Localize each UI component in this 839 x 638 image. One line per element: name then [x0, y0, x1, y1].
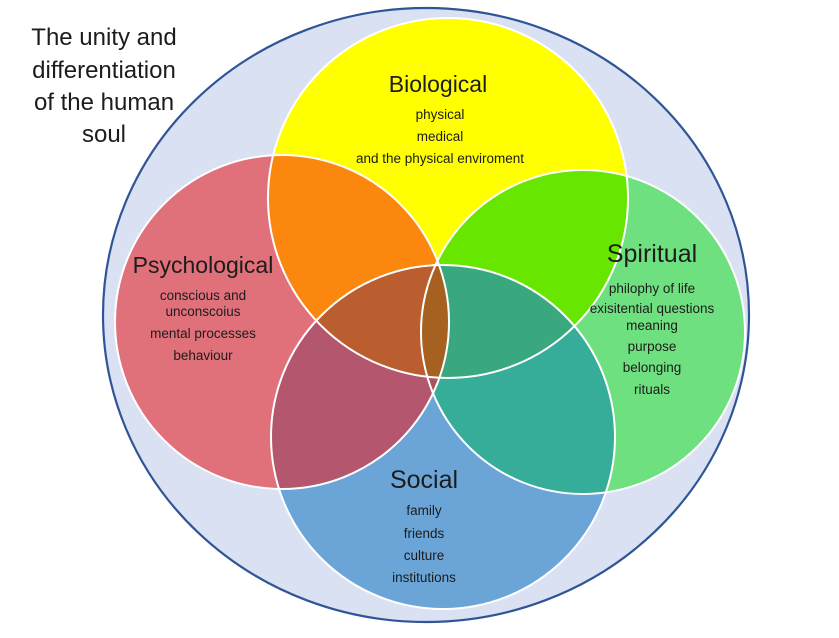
region-biological-psychological-social-overlap: [271, 265, 449, 378]
spiritual-label-group: Spiritual philophy of life exisitential …: [590, 240, 715, 397]
spiritual-item: purpose: [628, 339, 677, 354]
spiritual-item: exisitential questions: [590, 301, 715, 316]
page-title-line: soul: [82, 121, 126, 148]
page-title: The unity and differentiation of the hum…: [31, 24, 176, 148]
outline-biological: [267, 17, 629, 379]
social-item: friends: [404, 526, 445, 541]
spiritual-item: meaning: [626, 318, 678, 333]
psychological-label: Psychological: [133, 252, 274, 278]
spiritual-item: philophy of life: [609, 281, 695, 296]
biological-label-group: Biological physical medical and the phys…: [356, 71, 524, 166]
social-label-group: Social family friends culture institutio…: [390, 466, 458, 585]
psychological-item: mental processes: [150, 326, 256, 341]
spiritual-label: Spiritual: [607, 240, 697, 268]
psychological-label-group: Psychological conscious and unconscoius …: [133, 252, 274, 363]
biological-label: Biological: [389, 71, 487, 97]
page-title-line: of the human: [34, 89, 174, 116]
psychological-item: conscious and: [160, 288, 246, 303]
outline-psychological: [114, 154, 450, 490]
psychological-item: behaviour: [173, 348, 233, 363]
page-title-line: The unity and: [31, 24, 176, 51]
outline-spiritual: [420, 169, 746, 495]
spiritual-item: belonging: [623, 360, 682, 375]
biological-item: medical: [417, 129, 464, 144]
social-item: family: [406, 503, 442, 518]
social-item: culture: [404, 548, 445, 563]
page-title-line: differentiation: [32, 57, 176, 84]
spiritual-item: rituals: [634, 382, 670, 397]
outline-social: [270, 264, 616, 610]
social-label: Social: [390, 466, 458, 494]
biological-item: and the physical enviroment: [356, 151, 524, 166]
region-biological-spiritual-social-overlap: [421, 265, 615, 378]
biological-item: physical: [416, 107, 465, 122]
psychological-item: unconscoius: [165, 304, 240, 319]
social-item: institutions: [392, 570, 456, 585]
